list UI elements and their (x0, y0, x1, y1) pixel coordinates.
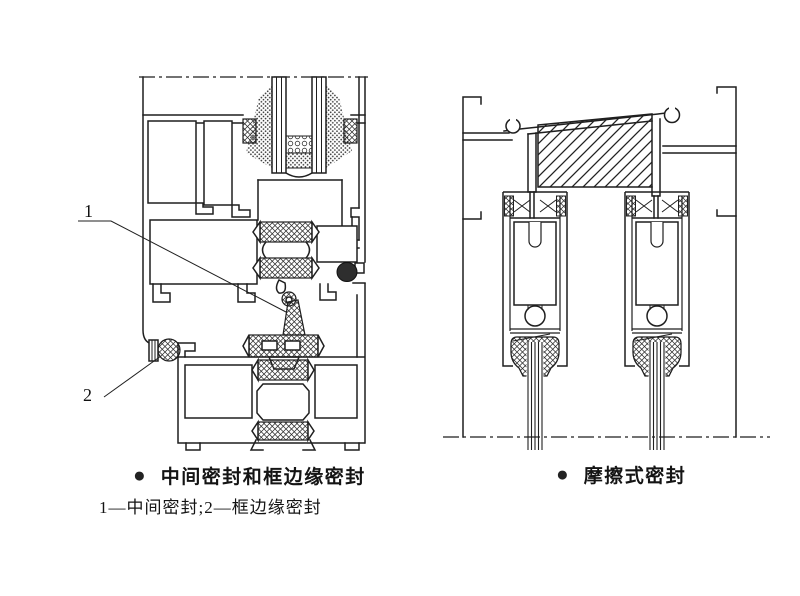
sealant-wedge-right (326, 85, 352, 168)
right-edge-seal (336, 262, 358, 282)
bullet-icon: ● (133, 463, 146, 487)
left-figure-caption: ● 中间密封和框边缘密封 (133, 462, 366, 489)
label-2: 2 (83, 385, 92, 405)
glazing-spacer (285, 135, 313, 154)
leader-line-1 (78, 220, 287, 313)
glass-pane (271, 76, 287, 174)
sliding-sash-right (624, 191, 690, 451)
right-figure-caption: ● 摩擦式密封 (556, 461, 686, 488)
sliding-sash-left (502, 191, 568, 451)
left-caption-text: 中间密封和框边缘密封 (160, 467, 366, 488)
right-section-drawing (443, 86, 770, 451)
label-1: 1 (84, 201, 93, 221)
left-figure-legend: 1—中间密封;2—框边缘密封 (99, 498, 322, 517)
frame-edge-seal (157, 338, 181, 362)
glazing-clip-left (242, 118, 257, 144)
glazing-clip-right (343, 118, 358, 144)
right-caption-text: 摩擦式密封 (583, 466, 687, 487)
glass-pane (311, 76, 327, 174)
leader-line-2 (103, 355, 162, 398)
interlock-hatched-block (537, 113, 653, 188)
bullet-icon: ● (556, 462, 569, 486)
left-section-drawing: 1 2 (78, 76, 368, 451)
sealant-wedge-left (246, 85, 272, 168)
